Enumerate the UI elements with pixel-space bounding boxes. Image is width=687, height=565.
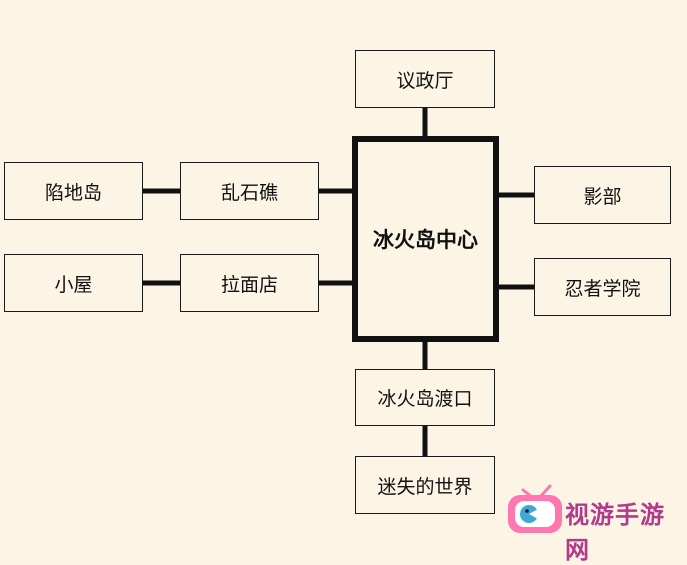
node-rocky-reef: 乱石礁 (180, 162, 319, 220)
map-diagram: 议政厅 冰火岛中心 陷地岛 乱石礁 小屋 拉面店 影部 忍者学院 冰火岛渡口 迷… (4, 50, 671, 514)
node-noodle-shop: 拉面店 (180, 254, 319, 312)
node-council-hall: 议政厅 (355, 50, 495, 108)
node-shadow-dept: 影部 (534, 166, 671, 224)
node-hut: 小屋 (4, 254, 143, 312)
node-sinking-island: 陷地岛 (4, 162, 143, 220)
node-ninja-academy: 忍者学院 (534, 258, 671, 316)
node-ferry: 冰火岛渡口 (355, 369, 495, 426)
tv-mascot-icon (508, 484, 562, 533)
node-lost-world: 迷失的世界 (355, 456, 495, 514)
watermark-logo (508, 484, 562, 533)
connector-lines (143, 108, 534, 456)
watermark-text: 视游手游网 (565, 500, 665, 564)
node-center: 冰火岛中心 (352, 136, 499, 342)
